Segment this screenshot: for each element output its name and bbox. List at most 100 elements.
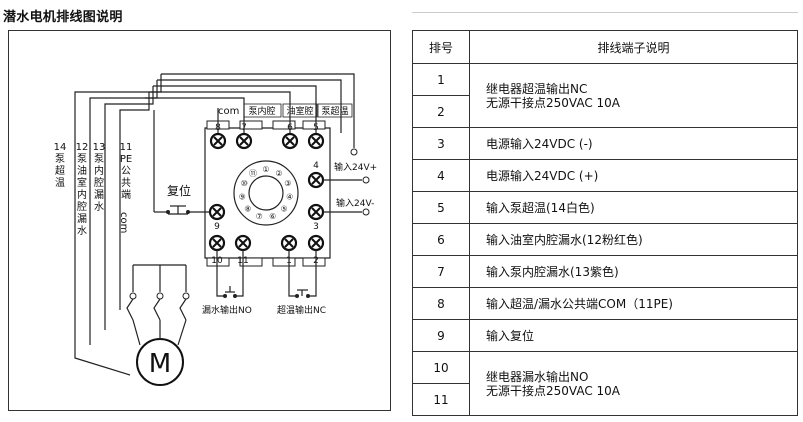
wire-label-12: 室 (77, 176, 87, 189)
terminal-screw-icon-x (212, 238, 222, 248)
wire-label-13: 内 (94, 164, 104, 177)
wire-label-13: 漏 (94, 189, 104, 201)
terminal-tab (302, 257, 326, 267)
row-description: 电源输入24VDC (-) (469, 127, 798, 160)
row-number: 3 (412, 127, 470, 160)
label-input-24v-minus: 输入24V- (336, 197, 374, 209)
dial-number: ③ (284, 179, 291, 188)
wiring-diagram-frame (8, 30, 391, 411)
switch-contact (129, 292, 137, 300)
dial-number: ⑤ (281, 205, 288, 214)
wire (177, 319, 187, 346)
wire-label-14: 14 (54, 142, 67, 153)
row-description: 输入超温/漏水公共端COM（11PE) (469, 287, 798, 320)
switch-contact (223, 294, 227, 298)
dial-center (248, 175, 284, 211)
wire-label-14: 泵 (55, 153, 65, 165)
terminal-screw-icon-x (311, 207, 321, 217)
dial-number: ⑩ (241, 179, 248, 188)
wire-label-12: 水 (77, 225, 87, 237)
divider (412, 12, 798, 13)
row-number: 11 (412, 383, 470, 416)
terminal-tab (206, 257, 230, 267)
motor-label: M (149, 349, 171, 379)
terminal-screw-icon-x (285, 136, 295, 146)
terminal-screw-icon-x (311, 175, 321, 185)
row-description: 输入油室内腔漏水(12粉红色) (469, 223, 798, 256)
wire-label-12: 油 (77, 164, 87, 177)
page-title: 潜水电机排线图说明 (3, 10, 123, 25)
switch-contact (186, 210, 190, 214)
dial-number: ⑥ (269, 212, 276, 221)
switch-contact (182, 292, 190, 300)
label-com: com (218, 106, 239, 117)
switch-contact (233, 294, 237, 298)
wire-label-11: 11 (120, 142, 133, 153)
row-number: 9 (412, 319, 470, 352)
terminal-screw-icon-x (239, 136, 249, 146)
col-header-number: 排号 (412, 30, 470, 64)
wire (74, 74, 162, 376)
label-pump-inner: 泵内腔 (248, 105, 275, 117)
wire-label-11: com (118, 212, 129, 233)
row-number: 6 (412, 223, 470, 256)
wire-label-13: 水 (94, 201, 104, 213)
switch-contact (166, 210, 170, 214)
terminal-screw-icon-x (311, 238, 321, 248)
label-box (282, 103, 318, 118)
wire-label-11: 共 (121, 177, 131, 189)
wire-label-13: 腔 (94, 176, 104, 189)
table-row: 11 (412, 383, 798, 416)
wire-label-12: 腔 (77, 200, 87, 213)
wire (132, 319, 141, 346)
row-description: 输入复位 (469, 319, 798, 352)
row-description: 电源输入24VDC (+) (469, 159, 798, 192)
row-number: 8 (412, 287, 470, 320)
terminal-dot (362, 176, 370, 184)
terminal-number: 3 (313, 222, 319, 232)
wire-label-12: 12 (76, 142, 89, 153)
dial-number: ① (262, 165, 269, 174)
wire (308, 250, 317, 297)
label-oil-chamber: 油室腔 (286, 105, 313, 117)
terminal-tab (302, 120, 326, 130)
wire (126, 298, 134, 321)
wire (161, 73, 355, 148)
wire (119, 92, 150, 310)
switch-contact (306, 294, 310, 298)
wire-label-13: 泵 (94, 153, 104, 165)
terminal-number: 4 (313, 161, 319, 171)
row-number: 10 (412, 351, 470, 384)
terminal-tab (272, 257, 296, 267)
wire-label-14: 超 (55, 164, 65, 177)
wire (89, 80, 158, 345)
terminal-screw-icon-x (213, 136, 223, 146)
wire-label-11: 公 (121, 166, 131, 177)
wire (149, 91, 291, 133)
wire (157, 79, 342, 133)
dial-number: ⑦ (256, 212, 263, 221)
wire-label-14: 温 (55, 177, 65, 189)
table-row: 2 (412, 95, 798, 128)
row-number: 1 (412, 63, 470, 96)
wire (216, 250, 225, 297)
wire-label-12: 漏 (77, 213, 87, 225)
switch-contact (295, 294, 299, 298)
terminal-screw-icon-x (212, 207, 222, 217)
row-number: 2 (412, 95, 470, 128)
dial-number: ④ (286, 192, 293, 201)
wire-label-12: 泵 (77, 153, 87, 165)
dial-number: ⑪ (249, 169, 257, 178)
wire (235, 250, 244, 297)
